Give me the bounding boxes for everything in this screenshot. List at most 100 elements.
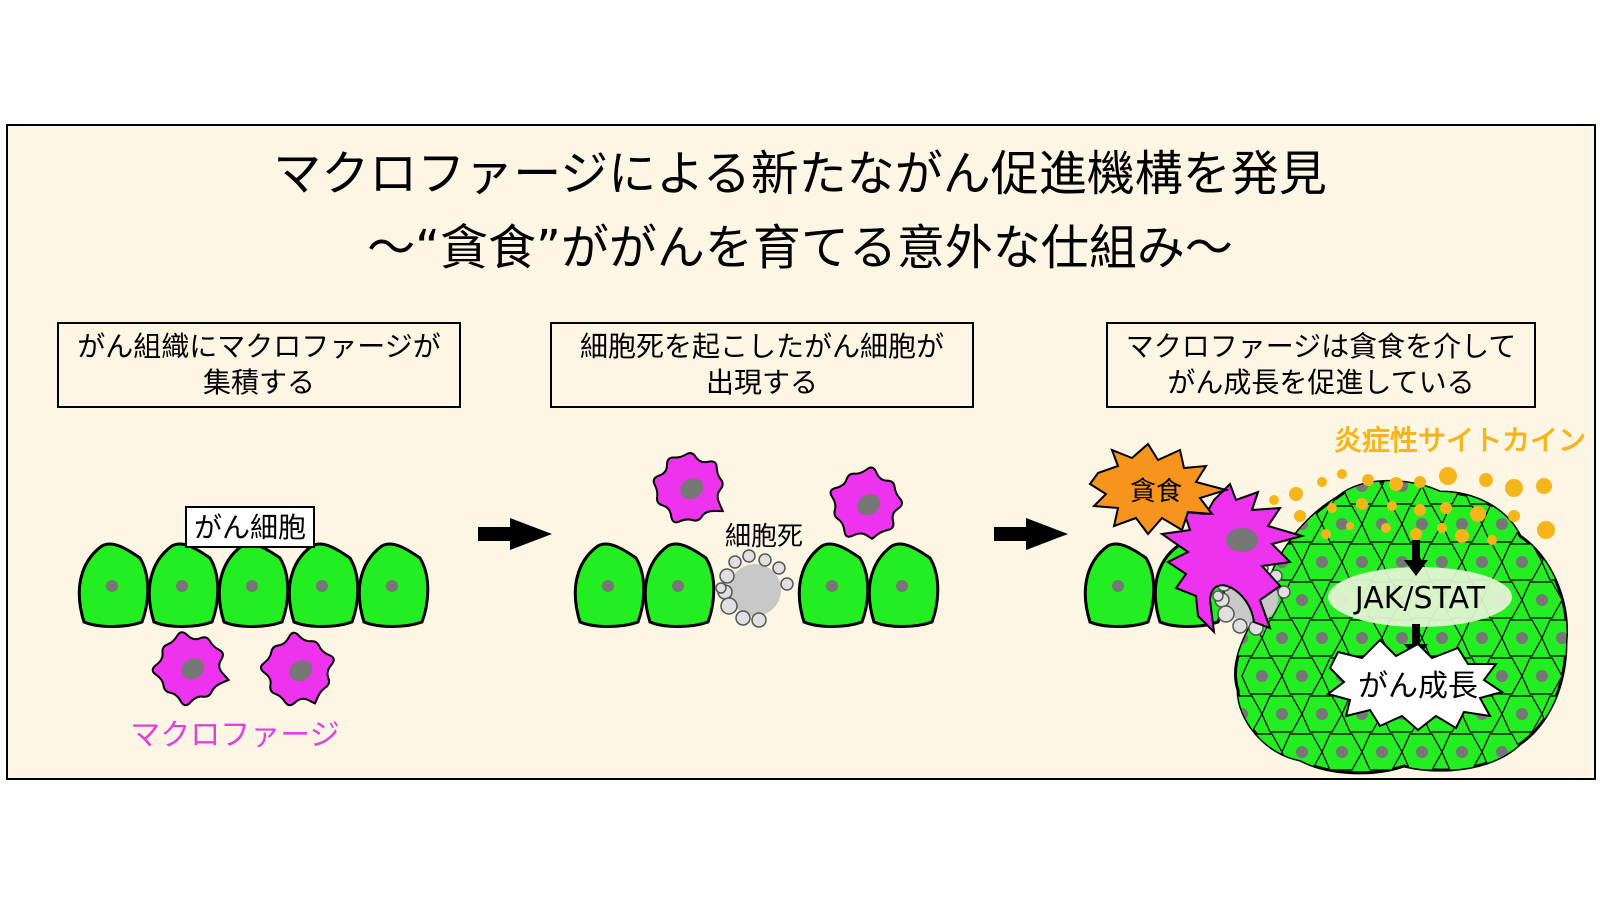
apoptotic-body — [751, 612, 767, 628]
cytokine-dot — [1289, 487, 1303, 501]
tumor-cell-nucleus — [1536, 670, 1548, 682]
tumor-cell — [1561, 733, 1567, 771]
step-2-cells — [573, 452, 940, 628]
cancer-cell-nucleus — [826, 580, 838, 592]
engulfing-macrophage — [1159, 482, 1306, 635]
step-1-cells — [77, 542, 430, 707]
tumor-cell-nucleus — [1576, 670, 1588, 682]
cytokine-dot — [1508, 510, 1520, 522]
macrophage-body — [1159, 482, 1306, 635]
cancer-cell-nucleus — [316, 580, 328, 592]
tumor-cell-nucleus — [1576, 518, 1588, 530]
cytokine-dot — [1455, 529, 1469, 543]
cytokine-dot — [1410, 528, 1422, 540]
cancer-cell-label: がん細胞 — [194, 511, 306, 544]
growth-label: がん成長 — [1358, 669, 1478, 704]
macrophage-nucleus — [181, 658, 205, 680]
tumor-cell-nucleus — [1356, 632, 1368, 644]
tumor-cell — [1561, 505, 1567, 543]
cytokine-dot — [1439, 467, 1457, 485]
cytokine-label: 炎症性サイトカイン — [1334, 424, 1586, 457]
tumor-cell-nucleus — [1356, 556, 1368, 568]
tumor-cell-nucleus — [1536, 594, 1548, 606]
tumor-cell-nucleus — [1336, 746, 1348, 758]
cancer-cell-nucleus — [106, 580, 118, 592]
tumor-cell-nucleus — [1276, 708, 1288, 720]
macrophage-nucleus — [680, 478, 704, 500]
tumor-cell-nucleus — [1276, 632, 1288, 644]
step-3-line-1: マクロファージは貪食を介して — [1125, 330, 1517, 363]
apoptotic-body — [720, 597, 738, 615]
cell-death-label: 細胞死 — [725, 522, 803, 552]
tumor-cell-nucleus — [1436, 556, 1448, 568]
step-3-caption: マクロファージは貪食を介して がん成長を促進している — [1106, 322, 1536, 408]
cytokine-dot — [1414, 476, 1426, 488]
cytokine-dot — [1269, 495, 1279, 505]
tumor-cell-nucleus — [1536, 746, 1548, 758]
tumor-cell — [1461, 481, 1503, 505]
tumor-cell-nucleus — [1336, 518, 1348, 530]
tumor-cell-nucleus — [1436, 632, 1448, 644]
tumor-cell-nucleus — [1476, 632, 1488, 644]
apoptotic-body — [1217, 605, 1235, 623]
step-1-line-2: 集積する — [202, 366, 315, 399]
cytokine-dot — [1381, 523, 1391, 533]
cytokine-dot — [1487, 535, 1497, 545]
step-3-line-2: がん成長を促進している — [1167, 366, 1475, 399]
apoptotic-body — [715, 582, 727, 594]
cytokine-dot — [1317, 477, 1327, 487]
jak-stat-ellipse — [1328, 567, 1512, 627]
tumor-cell-nucleus — [1556, 708, 1567, 720]
cytokine-dot — [1479, 473, 1493, 487]
figure-subtitle: ～“貪食”ががんを育てる意外な仕組み～ — [367, 220, 1233, 276]
tumor-cell-nucleus — [1556, 481, 1567, 492]
cancer-cell-nucleus — [1112, 580, 1124, 592]
jak-stat-label: JAK/STAT — [1353, 581, 1486, 616]
tumor-cell-nucleus — [1296, 746, 1308, 758]
phagocytosis-burst — [1088, 442, 1230, 536]
cytokine-dot — [1414, 504, 1426, 516]
step-1-caption: がん組織にマクロファージが 集積する — [57, 322, 461, 408]
tumor-cell-nucleus — [1576, 594, 1588, 606]
arrow-step-2-to-3 — [994, 518, 1068, 550]
step-2-line-1: 細胞死を起こしたがん細胞が — [579, 330, 944, 363]
tumor-cell-nucleus — [1516, 708, 1528, 720]
phagocytosis-label: 貪食 — [1130, 477, 1182, 507]
tumor-cell-nucleus — [1296, 594, 1308, 606]
cancer-cell-nucleus — [386, 580, 398, 592]
arrow-to-jak-stat — [1404, 540, 1428, 576]
tumor-cell-nucleus — [1456, 518, 1468, 530]
tumor-cell-nucleus — [1316, 632, 1328, 644]
cytokine-dot — [1294, 510, 1306, 522]
macrophage-label: マクロファージ — [130, 718, 339, 753]
dead-cell — [729, 564, 781, 616]
tumor-cell-nucleus — [1516, 556, 1528, 568]
macrophage-nucleus — [289, 660, 313, 682]
cytokine-dot — [1337, 469, 1347, 479]
cytokine-dot — [1470, 506, 1486, 522]
cytokine-dot — [1346, 522, 1354, 530]
tumor-cell-nucleus — [1456, 746, 1468, 758]
step-2-line-2: 出現する — [705, 366, 818, 399]
tumor-cell-nucleus — [1316, 708, 1328, 720]
tumor-cell-nucleus — [1276, 481, 1288, 492]
tumor-cell-nucleus — [1476, 556, 1488, 568]
cancer-cell-nucleus — [176, 580, 188, 592]
cytokine-dot — [1387, 501, 1397, 511]
apoptotic-body — [758, 553, 772, 567]
apoptotic-body — [1232, 618, 1248, 634]
arrow-step-1-to-2 — [478, 518, 552, 550]
step-2-caption: 細胞死を起こしたがん細胞が 出現する — [550, 322, 974, 408]
cytokine-dot — [1505, 479, 1523, 497]
cytokine-dot — [1536, 478, 1552, 494]
apoptotic-body — [719, 568, 735, 584]
tumor-cell-nucleus — [1556, 632, 1567, 644]
figure-title: マクロファージによる新たながん促進機構を発見 — [273, 146, 1327, 202]
apoptotic-body — [735, 610, 751, 626]
tumor-cell-nucleus — [1576, 746, 1588, 758]
tumor-cell — [1541, 543, 1567, 581]
apoptotic-body — [742, 549, 756, 563]
apoptotic-body — [1277, 585, 1291, 599]
cytokine-dot — [1321, 529, 1331, 539]
